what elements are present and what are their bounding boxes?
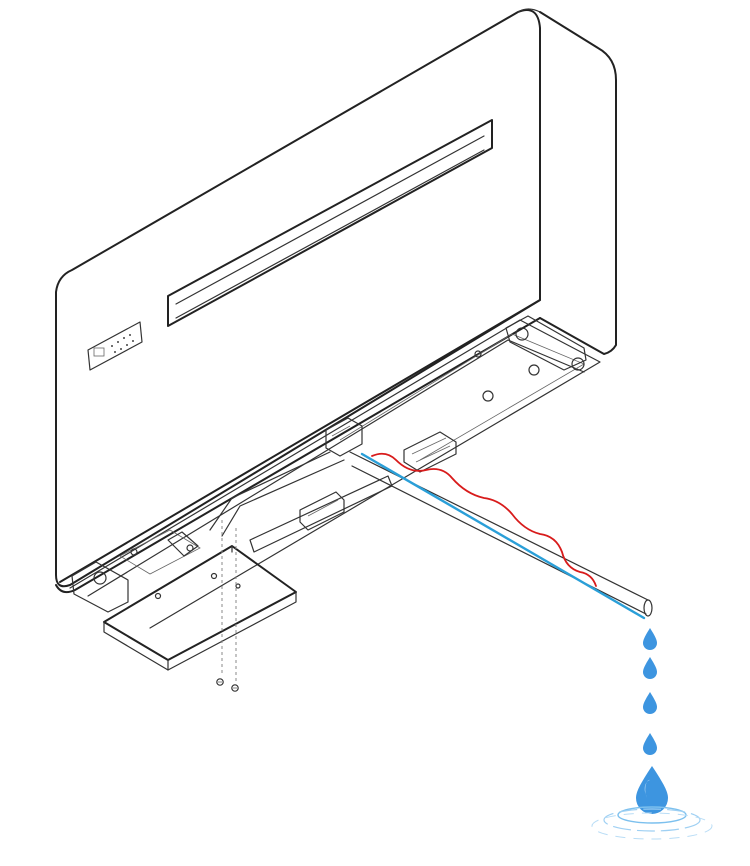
water-drop-icon: [643, 657, 657, 679]
unit-side-face: [539, 11, 617, 355]
screw-hole: [528, 364, 540, 376]
drip-tray: [103, 531, 297, 671]
screw-hole: [474, 350, 482, 358]
air-outlet-slot: [167, 119, 493, 327]
left-mount-bracket: [71, 529, 201, 613]
condensate-wire: [371, 452, 597, 587]
right-mount-bracket: [505, 315, 587, 371]
water-drop-icon: [643, 692, 657, 714]
water-drops: [636, 628, 668, 814]
screw-icon: [231, 684, 239, 692]
unit-underside: [69, 315, 601, 629]
control-panel: [87, 321, 143, 371]
tray-screws: [216, 520, 239, 692]
screw-hole: [482, 390, 494, 402]
water-drop-icon: [643, 733, 657, 755]
display-icon: [93, 334, 134, 357]
water-drop-icon: [636, 766, 668, 814]
unit-front-face: [55, 9, 541, 588]
hose-clamp: [403, 431, 457, 473]
air-conditioner-unit: [55, 8, 617, 594]
lower-rail: [249, 475, 393, 553]
splash-ripples: [591, 806, 713, 840]
water-drop-icon: [643, 628, 657, 650]
unit-bottom-edge: [55, 299, 541, 594]
screw-icon: [216, 678, 224, 686]
drain-water-line: [360, 452, 646, 620]
